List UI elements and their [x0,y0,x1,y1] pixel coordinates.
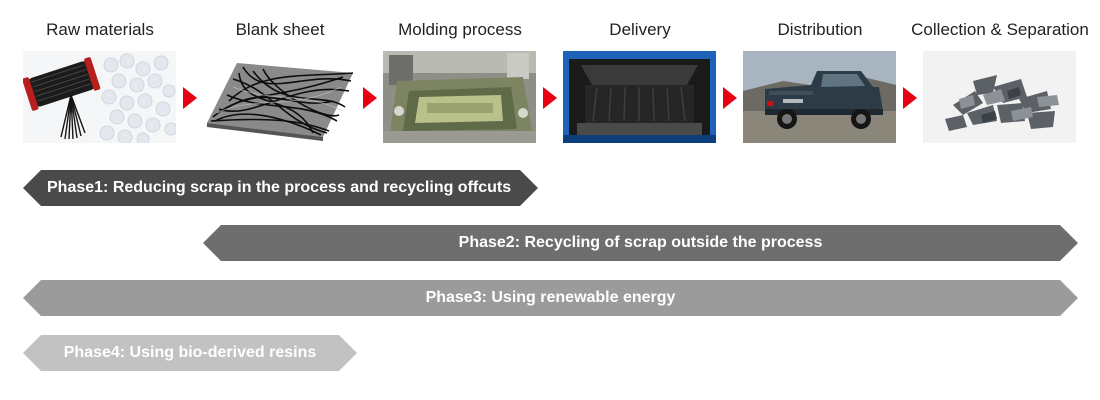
raw-materials-image [23,51,176,143]
flow-arrow-icon [543,87,557,109]
phase2-bar: Phase2: Recycling of scrap outside the p… [203,225,1078,261]
phase4-bar: Phase4: Using bio-derived resins [23,335,357,371]
stage-label-distribution: Distribution [777,20,863,39]
distribution-pickup-truck-image [743,51,896,143]
flow-arrow-icon [903,87,917,109]
stage-label-blank-sheet: Blank sheet [235,20,325,39]
phase3-label: Phase3: Using renewable energy [425,289,676,306]
blank-sheet-image [203,51,356,143]
flow-arrow-icon [183,87,197,109]
stage-label-collection-separation: Collection & Separation [911,20,1089,39]
stage-label-molding-process: Molding process [398,20,522,39]
phase2-label: Phase2: Recycling of scrap outside the p… [458,234,823,251]
molding-process-image [383,51,536,143]
collection-separation-scrap-image [923,51,1076,143]
delivery-truck-bed-image [563,51,716,143]
phase3-bar: Phase3: Using renewable energy [23,280,1078,316]
flow-arrow-icon [723,87,737,109]
phase4-label: Phase4: Using bio-derived resins [63,344,317,361]
flow-arrow-icon [363,87,377,109]
phase1-bar: Phase1: Reducing scrap in the process an… [23,170,538,206]
stage-label-raw-materials: Raw materials [46,20,154,39]
stage-label-delivery: Delivery [609,20,671,39]
phase1-label: Phase1: Reducing scrap in the process an… [47,179,512,196]
